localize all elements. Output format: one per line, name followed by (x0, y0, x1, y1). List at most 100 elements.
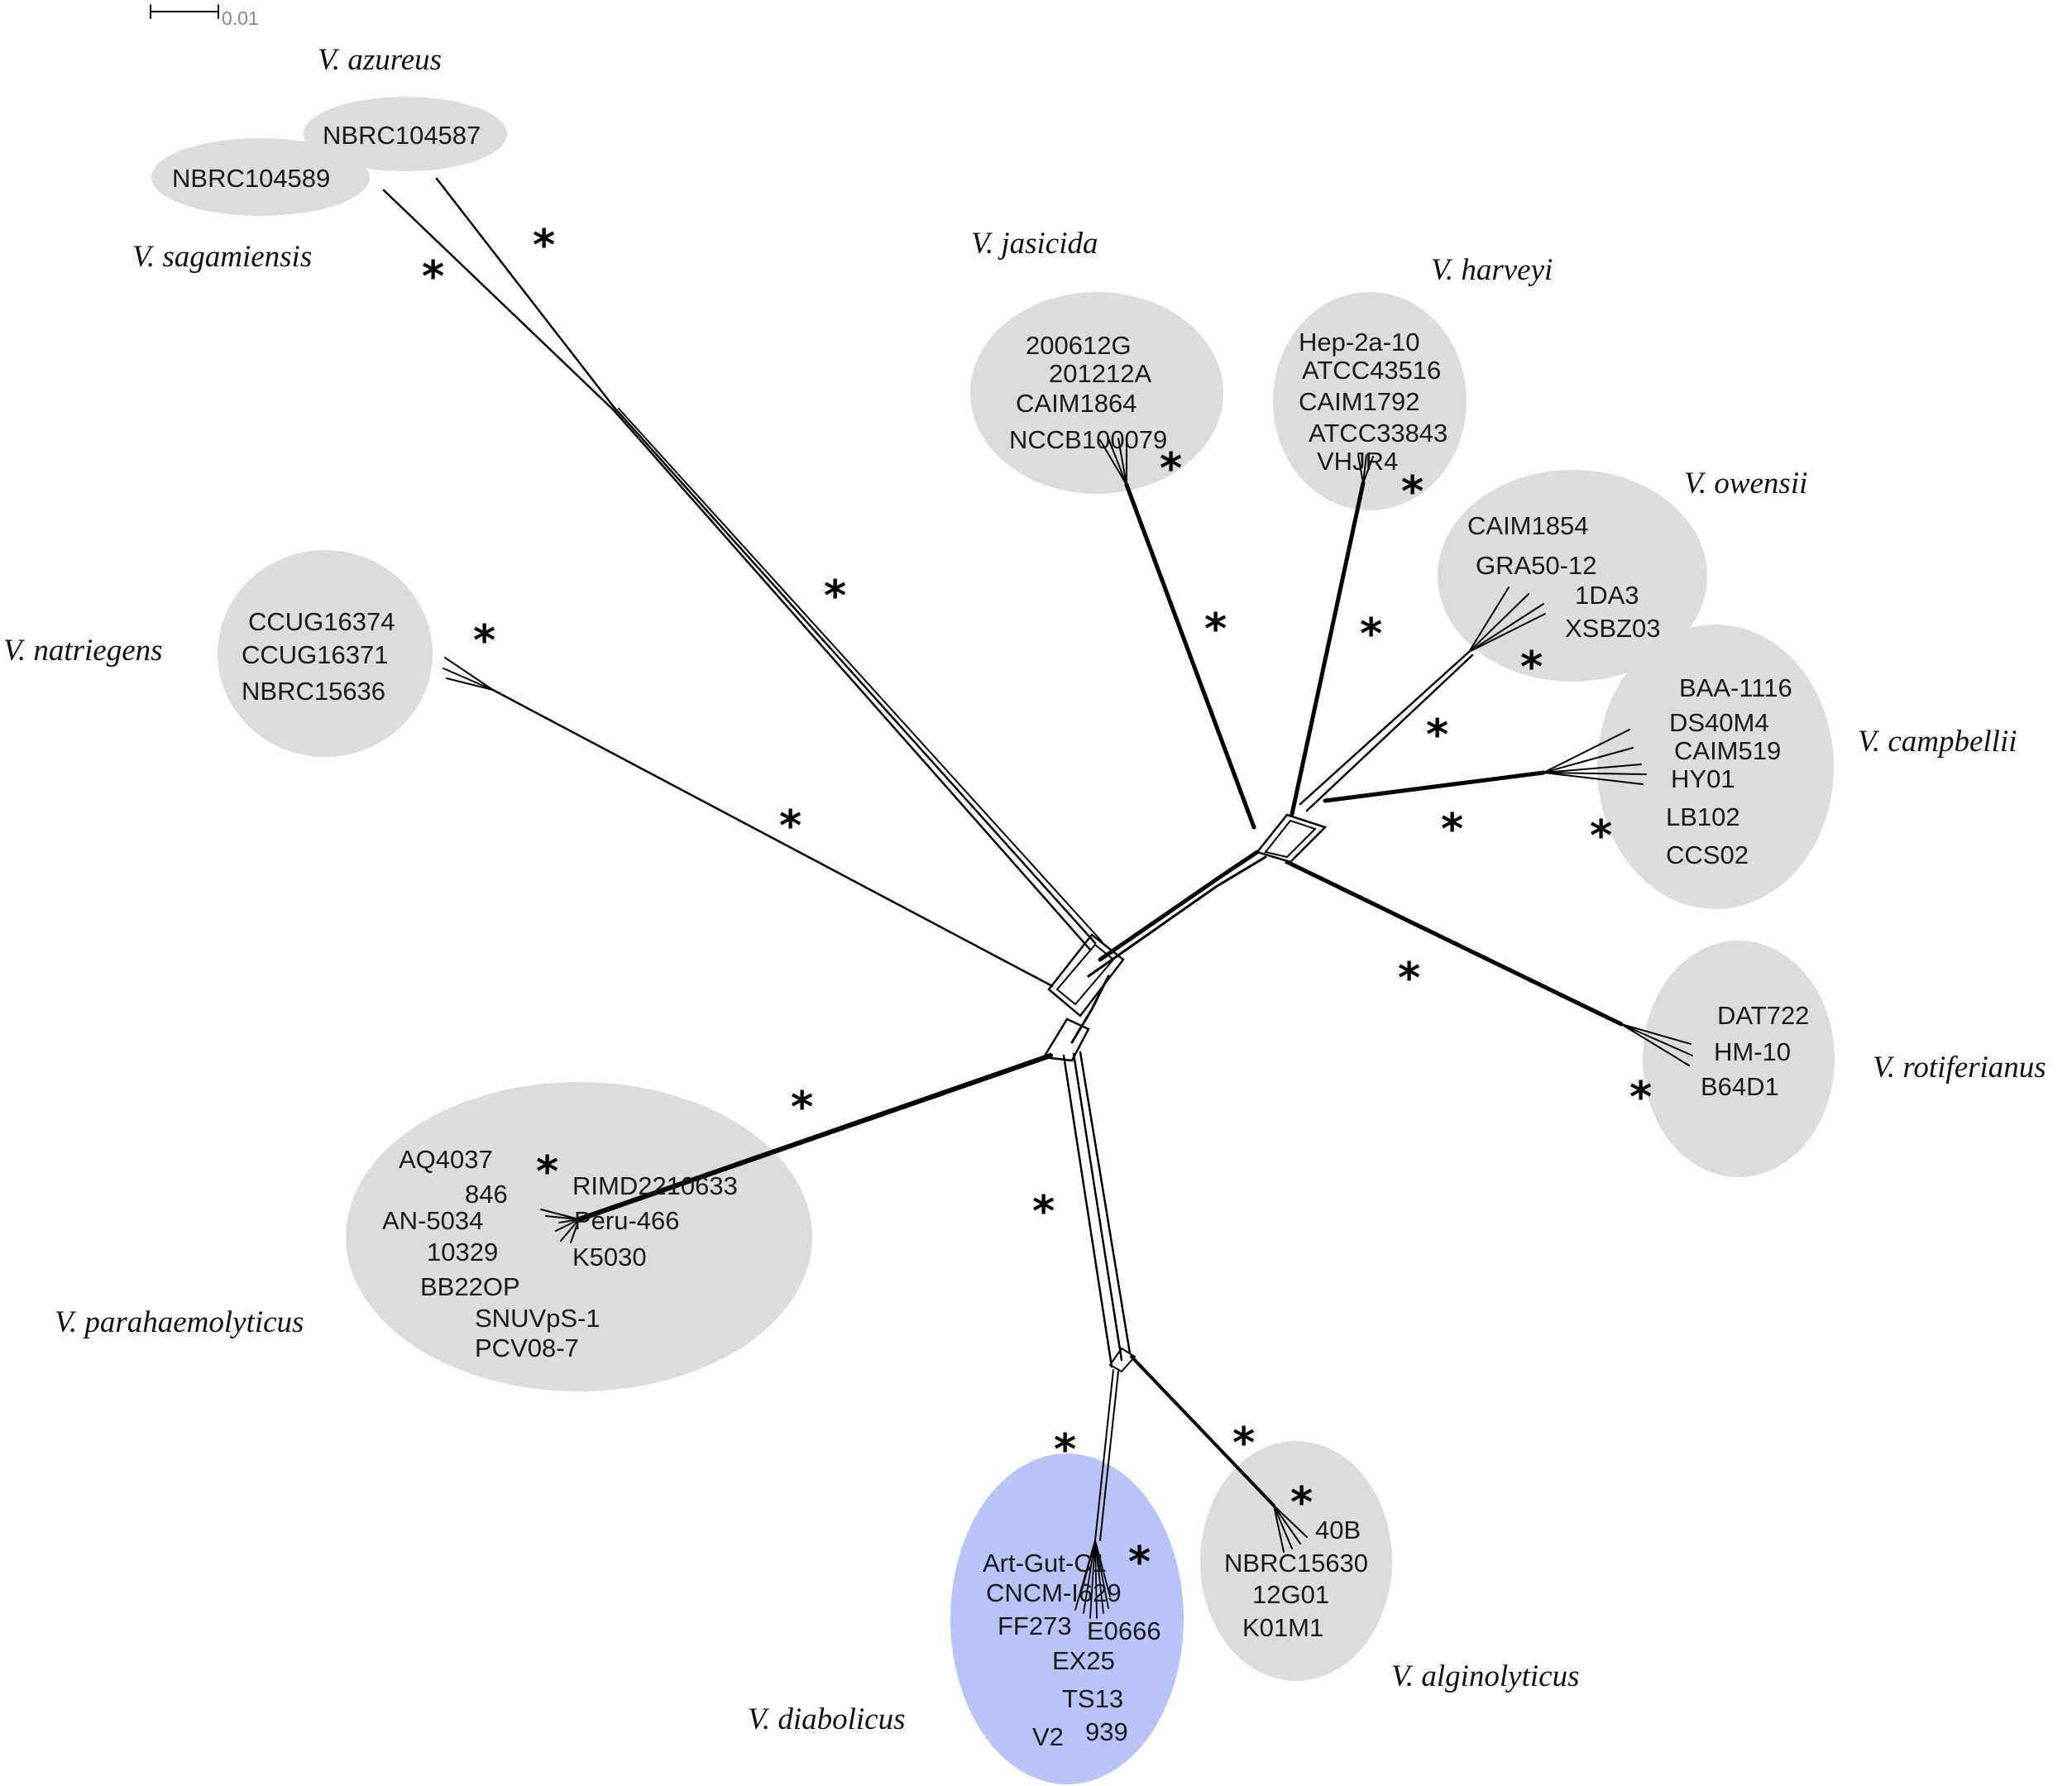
backbone-center-low (1070, 974, 1110, 1044)
tip-diabolicus (1074, 1539, 1111, 1619)
branch-alginolyticus (1130, 1355, 1275, 1507)
strain-label: BB22OP (420, 1272, 520, 1301)
strain-label: PCV08-7 (475, 1334, 579, 1362)
support-marker: * (473, 616, 495, 666)
cluster-bg-harveyi (1273, 292, 1467, 510)
support-marker: * (1290, 1478, 1313, 1528)
strain-label: NCCB100079 (1009, 425, 1167, 454)
split-box-diabolicus (1108, 1347, 1136, 1373)
cluster-bg-parahaemolyticus (346, 1082, 812, 1391)
strain-label: E0666 (1087, 1616, 1161, 1645)
branch-diabolicus-a (1062, 1054, 1113, 1368)
strain-label: 10329 (427, 1238, 498, 1266)
branch-parahaemolyticus (577, 1053, 1053, 1222)
cluster-bg-campbellii (1597, 625, 1834, 909)
species-label-rotiferianus: V. rotiferianus (1873, 1051, 2046, 1085)
split-box-left (1047, 933, 1125, 1017)
strain-label: EX25 (1052, 1646, 1115, 1675)
tip-harveyi (1357, 454, 1374, 484)
species-label-sagamiensis: V. sagamiensis (132, 240, 312, 274)
strain-label: GRA50-12 (1476, 551, 1596, 580)
cluster-bg-sagamiensis (151, 138, 370, 216)
support-markers: * * * * * * * * * * * * * * * * * * * * … (422, 221, 1652, 1587)
strain-label: 1DA3 (1575, 581, 1639, 610)
support-marker: * (1360, 610, 1382, 659)
support-marker: * (779, 802, 802, 851)
split-box-lower (1041, 1017, 1090, 1062)
support-marker: * (1590, 812, 1612, 861)
strain-label: CCUG16374 (248, 607, 395, 636)
strain-label: Hep-2a-10 (1299, 328, 1419, 357)
support-marker: * (1629, 1073, 1652, 1123)
support-marker: * (1401, 467, 1424, 517)
network-branches (382, 177, 1693, 1619)
strain-label: VHJR4 (1317, 447, 1398, 476)
split-box-right-inner (1264, 819, 1317, 859)
species-labels: V. azureus V. sagamiensis V. jasicida V.… (3, 43, 2046, 1736)
branch-rotiferianus (1285, 859, 1624, 1027)
tip-parahaemolyticus (540, 1209, 580, 1243)
strain-label: LB102 (1666, 802, 1740, 831)
branch-diabolicus-c (1079, 1051, 1132, 1355)
species-label-jasicida: V. jasicida (971, 227, 1098, 261)
species-label-harveyi: V. harveyi (1431, 253, 1553, 287)
support-marker: * (536, 1147, 558, 1197)
species-label-owensii: V. owensii (1684, 467, 1807, 500)
strain-label: 12G01 (1252, 1580, 1329, 1609)
species-label-natriegens: V. natriegens (3, 634, 163, 668)
strain-label: RIMD2210633 (572, 1171, 738, 1200)
support-marker: * (791, 1083, 813, 1132)
cluster-bg-rotiferianus (1643, 941, 1835, 1177)
strain-label: NBRC104587 (323, 121, 481, 150)
tip-campbellii (1543, 729, 1647, 785)
support-marker: * (1032, 1187, 1055, 1237)
backbone-center-right-2 (1087, 855, 1267, 978)
branch-natriegens (491, 688, 1054, 988)
support-marker: * (422, 252, 444, 302)
branch-azureus (435, 177, 1097, 945)
strain-label: Art-Gut-C1 (983, 1549, 1107, 1578)
tip-alginolyticus (1273, 1505, 1308, 1553)
strain-label: NBRC104589 (172, 164, 330, 193)
strain-label: HM-10 (1714, 1037, 1791, 1066)
strain-label: 200612G (1026, 331, 1132, 360)
strain-label: V2 (1032, 1722, 1064, 1751)
strain-label: 201212A (1049, 359, 1151, 388)
cluster-bg-azureus (304, 97, 507, 171)
tip-owensii (1468, 587, 1546, 653)
species-label-azureus: V. azureus (318, 43, 442, 77)
branch-jasicida (1124, 482, 1256, 830)
species-label-alginolyticus: V. alginolyticus (1391, 1659, 1579, 1693)
scale-bar-label: 0.01 (222, 7, 259, 29)
strain-label: DS40M4 (1669, 708, 1769, 737)
scale-bar: 0.01 (150, 4, 259, 29)
branch-owensii (1299, 650, 1471, 806)
strain-label: Peru-466 (574, 1206, 680, 1235)
tip-rotiferianus (1620, 1023, 1693, 1066)
strain-label: 939 (1085, 1717, 1128, 1746)
branch-azureus-b (618, 408, 1103, 942)
split-box-left-inner (1055, 943, 1115, 1006)
strain-label: FF273 (998, 1611, 1072, 1640)
branch-owensii-b (1305, 654, 1474, 812)
strain-labels: NBRC104587 NBRC104589 200612G 201212A CA… (172, 121, 1809, 1751)
support-marker: * (1204, 605, 1227, 654)
strain-label: CCS02 (1666, 840, 1749, 869)
strain-label: CAIM1864 (1016, 389, 1136, 418)
species-label-campbellii: V. campbellii (1858, 725, 2017, 759)
strain-label: 846 (465, 1180, 508, 1209)
support-marker: * (1160, 444, 1182, 494)
strain-label: CAIM1854 (1467, 511, 1588, 540)
cluster-bg-diabolicus (950, 1453, 1184, 1784)
tip-jasicida (1099, 438, 1127, 486)
cluster-bg-alginolyticus (1200, 1441, 1392, 1681)
strain-label: CNCM-I629 (986, 1578, 1122, 1607)
strain-label: DAT722 (1717, 1001, 1809, 1030)
strain-label: NBRC15630 (1224, 1549, 1368, 1578)
branch-sagamiensis (382, 189, 1092, 951)
branch-harveyi (1290, 481, 1366, 816)
strain-label: CAIM1792 (1299, 387, 1419, 416)
branch-campbellii (1323, 770, 1546, 803)
tip-natriegens (443, 657, 494, 691)
